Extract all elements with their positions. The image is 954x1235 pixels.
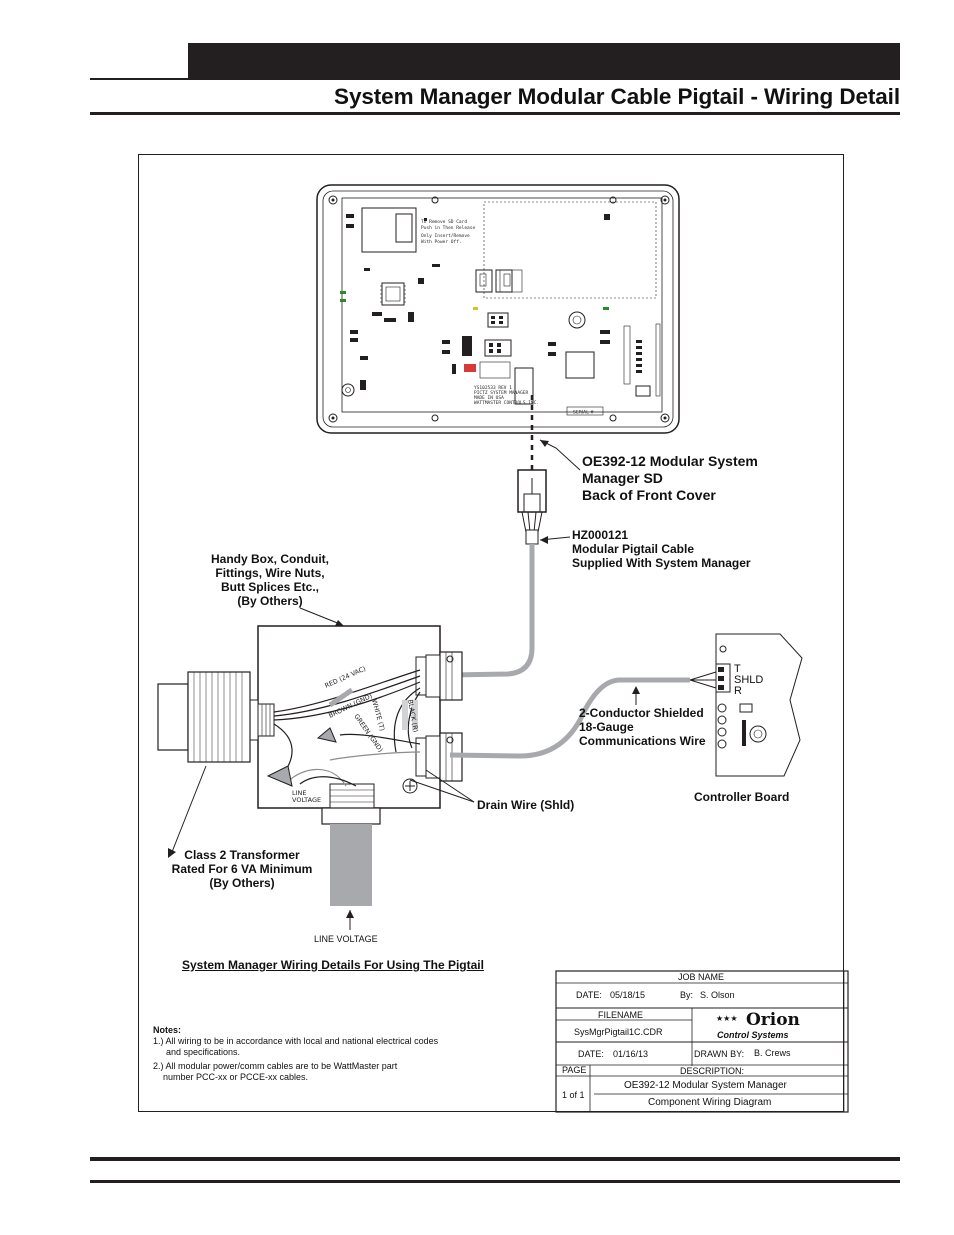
line-voltage-box-2: VOLTAGE (292, 796, 321, 804)
serial-label: SERIAL # (573, 410, 594, 416)
board-note-3: Only Insert/Remove (421, 233, 470, 239)
terminal-t: T (734, 663, 741, 675)
footer-rule-2 (90, 1180, 900, 1183)
note-1-cont: and specifications. (166, 1047, 241, 1057)
line-voltage-conduit (330, 824, 372, 930)
terminal-r: R (734, 685, 742, 697)
transformer (157, 671, 251, 763)
board-note-2: Push in Then Release (421, 225, 475, 231)
wiring-details-title: System Manager Wiring Details For Using … (182, 958, 484, 972)
controller-board-label: Controller Board (694, 790, 790, 804)
drawing-frame (138, 154, 844, 1112)
orion-logo-sub: Control Systems (717, 1030, 789, 1040)
line-voltage-label: LINE VOLTAGE (314, 934, 378, 944)
date-label: DATE: (576, 990, 602, 1000)
title-block (555, 970, 849, 1113)
filename-value: SysMgrPigtail1C.CDR (574, 1027, 663, 1037)
controller-pcb: SERIAL # To Remove SD Card Push in Then … (340, 197, 663, 416)
description-label: DESCRIPTION: (680, 1066, 745, 1076)
description-2: Component Wiring Diagram (648, 1097, 772, 1108)
footer-rule (90, 1157, 900, 1161)
note-1: 1.) All wiring to be in accordance with … (153, 1036, 439, 1046)
filename-label: FILENAME (598, 1010, 644, 1020)
notes-heading: Notes: (153, 1025, 182, 1035)
notes: Notes: 1.) All wiring to be in accordanc… (153, 1025, 438, 1083)
system-manager-cover (316, 184, 680, 434)
handy-box-label: Handy Box, Conduit, Fittings, Wire Nuts,… (211, 552, 329, 608)
note-2: 2.) All modular power/comm cables are to… (153, 1061, 398, 1071)
board-mfg-3: MADE IN USA (474, 395, 504, 401)
job-name-label: JOB NAME (678, 972, 725, 982)
by-label: By: (680, 990, 694, 1000)
by-value: S. Olson (700, 990, 735, 1000)
comm-wire (449, 671, 717, 759)
description-1: OE392-12 Modular System Manager (624, 1080, 787, 1091)
transformer-label: Class 2 Transformer Rated For 6 VA Minim… (171, 848, 313, 890)
line-voltage-box-1: LINE (292, 789, 307, 797)
header-underline (90, 112, 900, 115)
logo-stars: ★★★ (716, 1014, 738, 1023)
note-2-cont: number PCC-xx or PCCE-xx cables. (163, 1072, 309, 1082)
device-title-label: OE392-12 Modular System Manager SD Back … (582, 453, 758, 503)
orion-logo: Orion (746, 1010, 800, 1030)
header-bar (188, 43, 900, 78)
terminal-shld: SHLD (734, 674, 764, 686)
wires (266, 669, 421, 794)
board-note-1: To Remove SD Card (421, 219, 467, 225)
board-note-4: With Power Off. (421, 239, 462, 245)
board-mfg-1: YS102533 REV 1 (474, 385, 512, 391)
drawn-by-value: B. Crews (754, 1048, 791, 1058)
handy-box (249, 625, 463, 825)
controller-board (715, 633, 803, 777)
page-title: System Manager Modular Cable Pigtail - W… (334, 84, 900, 109)
page-value: 1 of 1 (562, 1090, 585, 1100)
drain-wire-label: Drain Wire (Shld) (477, 798, 575, 812)
board-mfg-2: PICTZ SYSTEM MANAGER (474, 390, 528, 396)
modular-pigtail (449, 395, 547, 678)
drawn-by-label: DRAWN BY: (694, 1049, 745, 1059)
date2-label: DATE: (578, 1049, 604, 1059)
header-rule (90, 78, 900, 80)
page-label: PAGE (562, 1065, 587, 1075)
date-value: 05/18/15 (610, 990, 646, 1000)
date2-value: 01/16/13 (613, 1049, 649, 1059)
board-mfg-4: WATTMASTER CONTROLS INC. (474, 400, 539, 406)
comm-wire-label: 2-Conductor Shielded 18-Gauge Communicat… (579, 706, 706, 748)
cable-label: HZ000121 Modular Pigtail Cable Supplied … (572, 528, 751, 570)
